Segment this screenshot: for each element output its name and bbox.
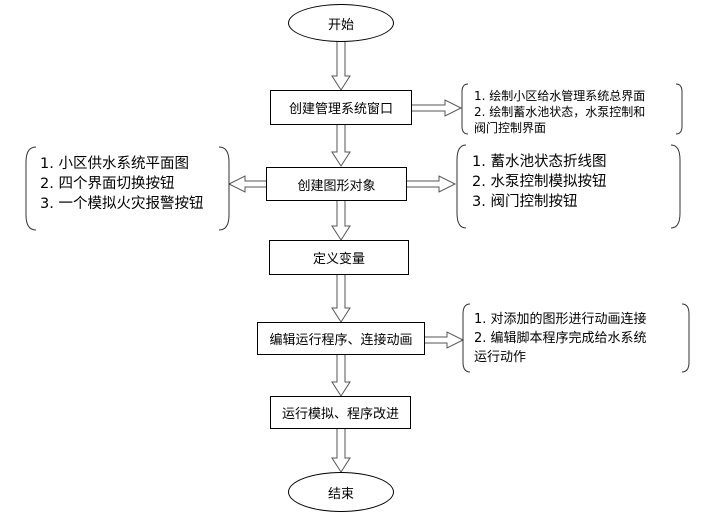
arrow-program-to-run [331,355,351,397]
note-line: 2. 四个界面切换按钮 [40,176,175,192]
step-run-simulation: 运行模拟、程序改进 [270,396,411,429]
note-line: 1. 对添加的图形进行动画连接 [474,312,647,327]
note-line: 1. 绘制小区给水管理系统总界面 [474,89,646,103]
note-line: 阀门控制界面 [474,121,547,135]
arrow-window-to-graphics [331,124,351,167]
note-window: 1. 绘制小区给水管理系统总界面 2. 绘制蓄水池状态，水泵控制和 阀门控制界面 [466,84,653,140]
note-line: 1. 小区供水系统平面图 [40,156,189,172]
arrow-graphics-to-right-note [407,175,457,193]
end-node: 结束 [288,472,394,512]
arrow-start-to-window [331,40,351,91]
note-bracket-window [461,83,683,135]
arrow-graphics-to-left-note [227,175,266,193]
arrow-graphics-to-variables [331,201,351,241]
step-create-window: 创建管理系统窗口 [270,90,412,125]
note-bracket-graphics-left [25,146,230,231]
step-label: 编辑运行程序、连接动画 [269,333,413,348]
step-define-variables: 定义变量 [269,240,409,275]
note-graphics-left: 1. 小区供水系统平面图 2. 四个界面切换按钮 3. 一个模拟火灾报警按钮 [30,148,213,220]
note-line: 2. 编辑脚本程序完成给水系统 [474,331,647,346]
note-graphics-right: 1. 蓄水池状态折线图 2. 水泵控制模拟按钮 3. 阀门控制按钮 [462,146,616,218]
start-node: 开始 [288,4,394,42]
step-label: 创建管理系统窗口 [288,102,393,117]
note-line: 1. 蓄水池状态折线图 [472,154,607,170]
arrow-run-to-end [331,428,351,473]
note-line: 3. 阀门控制按钮 [472,194,578,210]
note-line: 运行动作 [474,350,527,365]
step-label: 定义变量 [312,252,365,267]
step-edit-program: 编辑运行程序、连接动画 [257,322,425,355]
note-program: 1. 对添加的图形进行动画连接 2. 编辑脚本程序完成给水系统 运行动作 [466,306,655,371]
step-label: 运行模拟、程序改进 [281,407,399,422]
note-line: 2. 绘制蓄水池状态，水泵控制和 [474,105,646,119]
step-create-graphics: 创建图形对象 [266,167,407,201]
step-label: 创建图形对象 [297,178,376,194]
arrow-window-to-note [412,99,463,117]
note-line: 3. 一个模拟火灾报警按钮 [40,196,204,212]
note-bracket-graphics-right [456,144,681,229]
note-line: 2. 水泵控制模拟按钮 [472,174,607,190]
note-bracket-program [462,303,690,373]
arrow-variables-to-program [331,275,351,323]
arrow-program-to-note [425,331,465,349]
start-label: 开始 [327,17,354,33]
end-label: 结束 [327,486,354,502]
